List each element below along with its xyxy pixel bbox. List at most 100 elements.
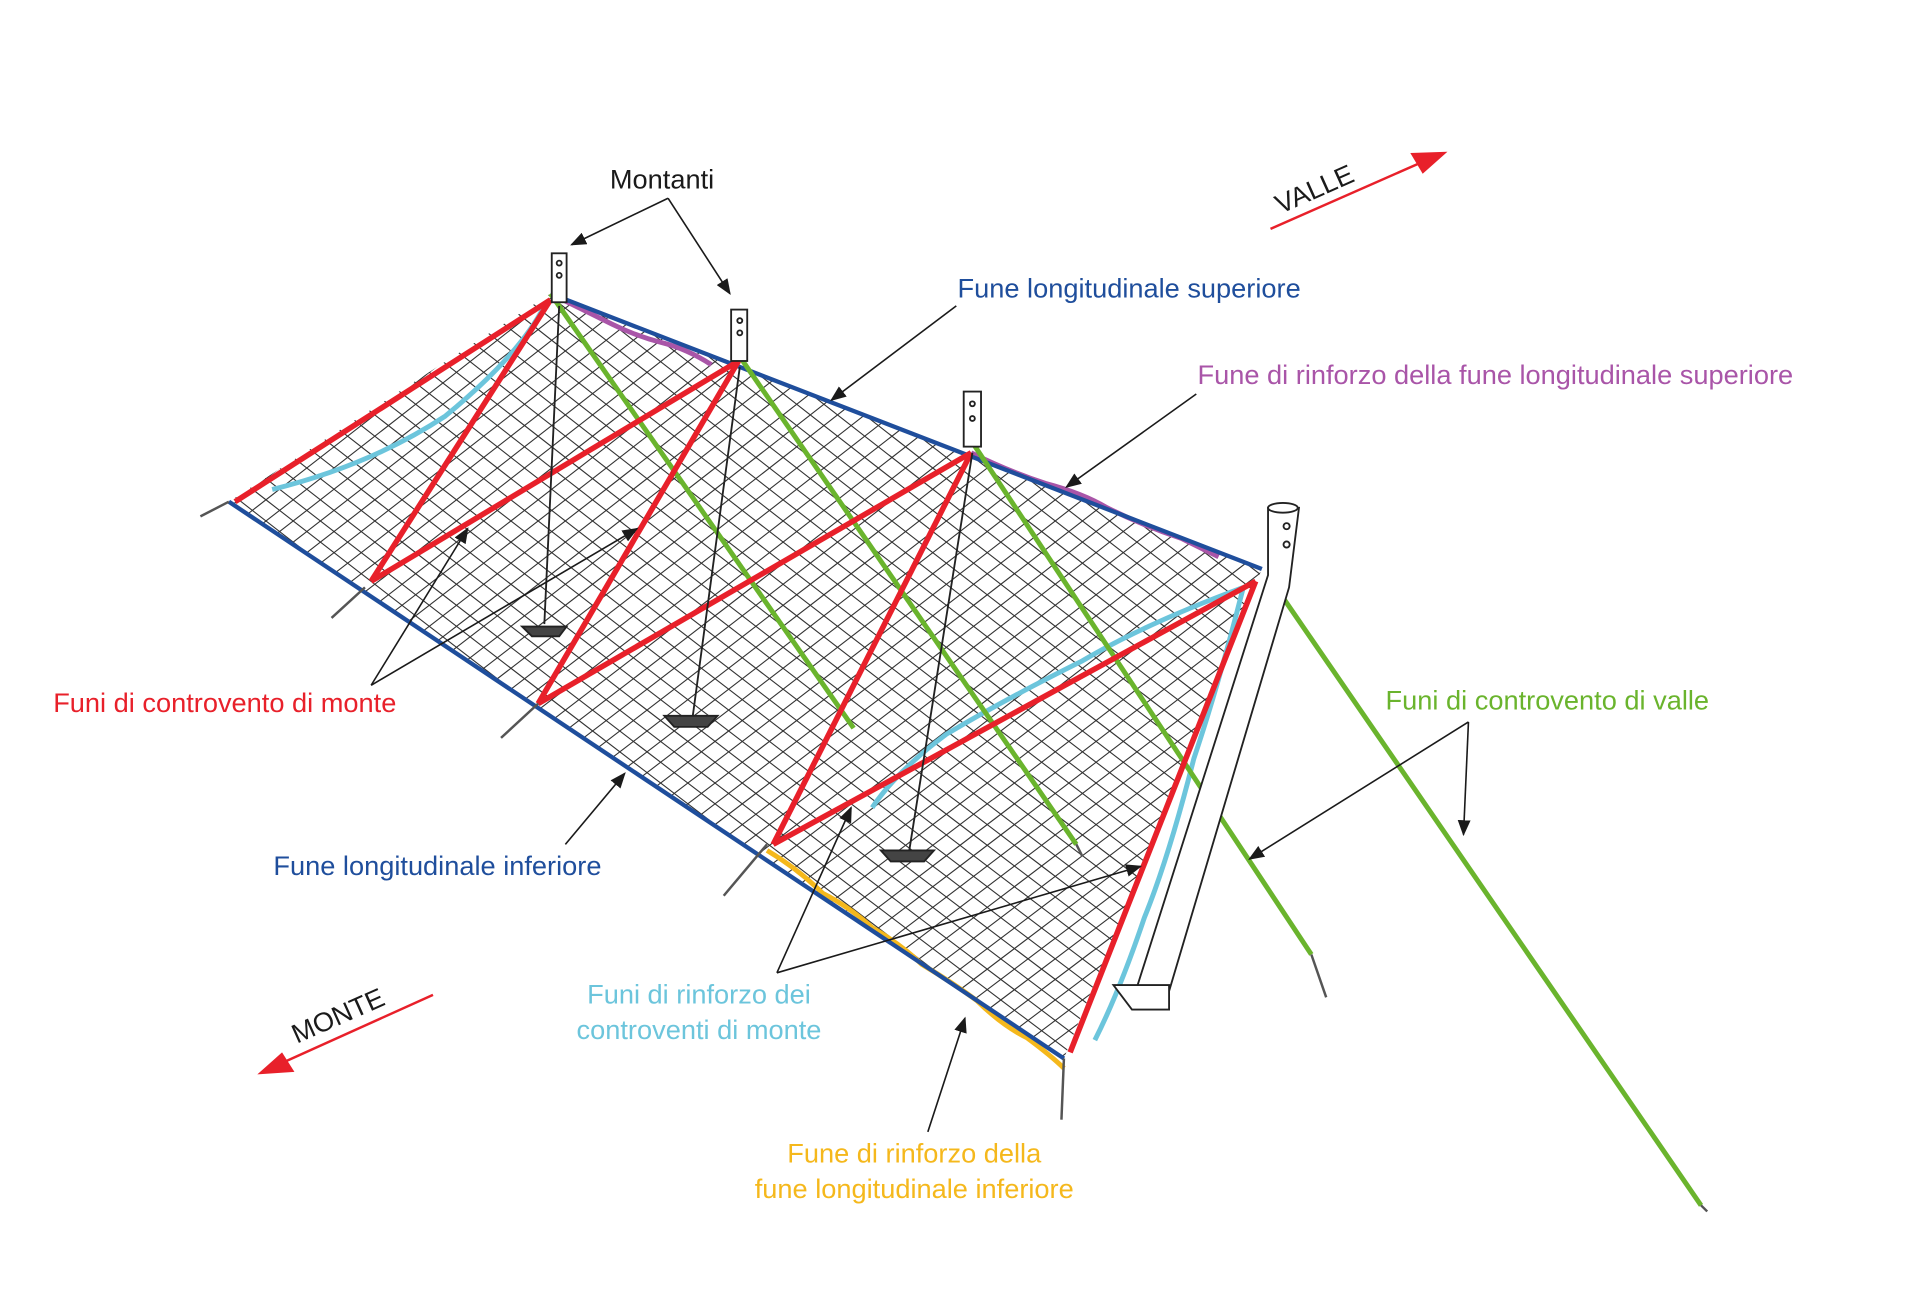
mesh-strand: [375, 293, 1262, 1059]
mesh-strand: [228, 293, 647, 1059]
mesh-strand: [811, 293, 1262, 1059]
mesh-strand: [228, 293, 402, 1059]
label-monte: MONTE: [287, 982, 389, 1049]
mesh-strand: [228, 293, 1137, 1059]
mesh-strand: [228, 293, 320, 1059]
mesh-strand: [1900, 245, 1920, 1102]
mesh-strand: [228, 293, 238, 1059]
mesh-strand: [228, 293, 619, 1059]
mesh-strand: [0, 245, 20, 1102]
mesh-strand: [228, 293, 810, 1059]
mesh-strand: [457, 293, 1262, 1059]
mesh-strand: [0, 245, 20, 1102]
label-funi-rinforzo-controventi-2: controventi di monte: [577, 1015, 822, 1045]
lower-longitudinal-rope: [227, 499, 1066, 1061]
base-plates: [519, 625, 937, 863]
monte-direction-arrow: [257, 993, 434, 1075]
anchors: [199, 500, 1709, 1213]
upstream-bracing-ropes: [233, 297, 1259, 1054]
mesh-strand: [228, 293, 483, 1059]
mesh-strand: [402, 293, 1262, 1059]
mesh-strand: [1819, 245, 1920, 1102]
mesh-strand: [430, 293, 1262, 1059]
label-fune-rinforzo-superiore: Fune di rinforzo della fune longitudinal…: [1198, 360, 1794, 390]
mesh-strand: [1873, 245, 1920, 1102]
mesh-strand: [228, 293, 538, 1059]
valle-direction-arrow: [1270, 151, 1448, 230]
mesh-strand: [228, 293, 1218, 1059]
mesh-strand: [0, 245, 101, 1102]
leader-lines: [370, 197, 1471, 1133]
mesh-strand: [0, 245, 47, 1102]
mesh-strand: [484, 293, 1262, 1059]
label-funi-controvento-monte: Funi di controvento di monte: [53, 688, 396, 718]
mesh-strand: [228, 293, 1055, 1059]
mesh-strand: [228, 293, 456, 1059]
mesh-strand: [228, 293, 293, 1059]
mesh-strand: [228, 293, 1055, 1059]
mesh-strand: [228, 293, 374, 1059]
mesh-strand: [228, 293, 538, 1059]
mesh-strand: [228, 293, 1164, 1059]
mesh-strand: [892, 293, 1262, 1059]
posts: [543, 252, 1301, 1011]
label-montanti: Montanti: [610, 165, 714, 195]
mesh-strand: [228, 293, 1028, 1059]
mesh-strand: [228, 293, 565, 1059]
mesh-strand: [0, 245, 129, 1102]
mesh-strand: [228, 293, 919, 1059]
mesh-strand: [0, 245, 74, 1102]
mesh-strand: [1791, 245, 1920, 1102]
label-fune-longitudinale-inferiore: Fune longitudinale inferiore: [273, 851, 601, 881]
mesh-strand: [228, 293, 456, 1059]
mesh-strand: [838, 293, 1262, 1059]
mesh-strand: [0, 245, 101, 1102]
mesh-strand: [228, 293, 429, 1059]
mesh-strand: [1846, 245, 1920, 1102]
mesh-strand: [228, 293, 1028, 1059]
mesh-strand: [920, 293, 1262, 1059]
mesh-strand: [1846, 245, 1920, 1102]
mesh-strand: [0, 245, 183, 1102]
mesh-strand: [0, 245, 129, 1102]
mesh-strand: [783, 293, 1262, 1059]
mesh-strand: [228, 293, 1262, 1059]
mesh-strand: [321, 293, 1262, 1059]
mesh-strand: [228, 293, 1082, 1059]
mesh-strand: [228, 293, 647, 1059]
mesh-strand: [348, 293, 1262, 1059]
label-fune-longitudinale-superiore: Fune longitudinale superiore: [958, 273, 1301, 303]
mesh-strand: [228, 293, 919, 1059]
mesh-strand: [228, 293, 483, 1059]
mesh-strand: [1900, 245, 1920, 1102]
mesh-strand: [1819, 245, 1920, 1102]
label-funi-rinforzo-controventi-1: Funi di rinforzo dei: [587, 980, 811, 1010]
mesh-strand: [228, 293, 266, 1059]
mesh-strand: [228, 293, 1000, 1059]
post-3: [908, 390, 982, 851]
mesh-strand: [228, 293, 1245, 1059]
mesh-strand: [228, 293, 1245, 1059]
mesh-strand: [228, 293, 565, 1059]
mesh-strand: [228, 293, 374, 1059]
mesh-strand: [0, 245, 210, 1102]
mesh-strand: [0, 245, 47, 1102]
mesh-strand: [0, 245, 183, 1102]
mesh-strand: [228, 293, 1137, 1059]
mesh-strand: [228, 293, 320, 1059]
mesh-strand: [228, 293, 1262, 1059]
mesh-strand: [228, 293, 837, 1059]
label-funi-controvento-valle: Funi di controvento di valle: [1386, 686, 1710, 716]
post-1: [543, 252, 568, 625]
mesh-strand: [228, 293, 1191, 1059]
mesh-strand: [228, 293, 429, 1059]
mesh-strand: [0, 245, 156, 1102]
mesh-strand: [1791, 245, 1920, 1102]
post-4: [1111, 502, 1301, 1011]
mesh-strand: [228, 293, 402, 1059]
mesh-strand: [228, 293, 238, 1059]
label-fune-rinforzo-inferiore-1: Fune di rinforzo della: [787, 1139, 1042, 1169]
mesh-strand: [228, 293, 1000, 1059]
